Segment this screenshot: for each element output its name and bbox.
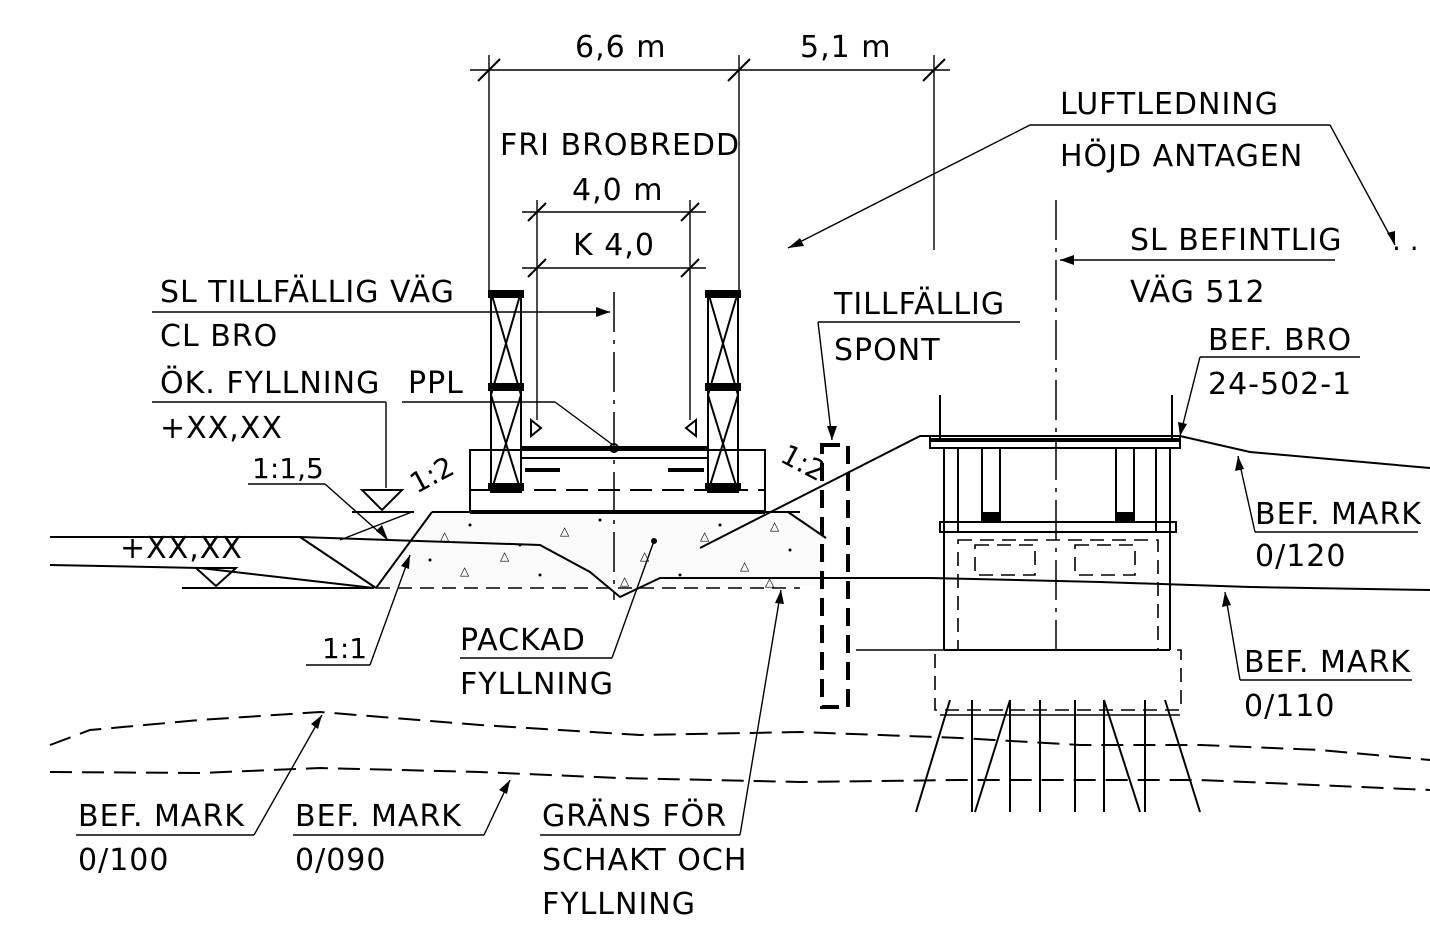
ok-fyllning-label: ÖK. FYLLNING (160, 365, 380, 401)
schakt-och-label: SCHAKT OCH (542, 843, 747, 878)
svg-text:△: △ (700, 529, 710, 543)
packad-label: PACKAD (460, 623, 586, 658)
k-4-0-label: K 4,0 (573, 228, 655, 263)
right-leader-lines (787, 124, 1418, 681)
existing-bridge (929, 395, 1182, 711)
bef-mark-120-label: BEF. MARK (1255, 497, 1422, 532)
mark-120-label: 0/120 (1255, 539, 1346, 574)
level-markers (182, 489, 414, 589)
bottom-leader-lines (76, 538, 784, 836)
dim-6-6-label: 6,6 m (575, 30, 666, 65)
mark-100-label: 0/100 (78, 843, 169, 878)
vag-512-label: VÄG 512 (1130, 274, 1266, 310)
temporary-bridge (469, 290, 766, 514)
dimension-chain-top (470, 55, 950, 290)
svg-text:△: △ (620, 574, 630, 588)
svg-text:△: △ (740, 559, 750, 573)
slope-1-1-label: 1:1 (322, 632, 367, 665)
tillfallig-label: TILLFÄLLIG (833, 286, 1005, 322)
sl-tillfallig-vag-label: SL TILLFÄLLIG VÄG (160, 274, 455, 310)
svg-text:△: △ (640, 549, 650, 563)
ok-level-label: +XX,XX (160, 411, 283, 446)
packad-fyllning-label: FYLLNING (460, 667, 614, 702)
bef-mark-110-label: BEF. MARK (1244, 645, 1411, 680)
bef-bro-label: BEF. BRO (1208, 323, 1352, 358)
cl-bro-label: CL BRO (160, 319, 278, 354)
dim-5-1-label: 5,1 m (800, 30, 891, 65)
spont-leader (817, 321, 1020, 441)
svg-text:△: △ (440, 529, 450, 543)
svg-text:△: △ (770, 519, 780, 533)
temporary-sheet-pile (820, 443, 850, 709)
left-leader-lines (152, 307, 614, 541)
svg-text:△: △ (460, 564, 470, 578)
bef-mark-090-label: BEF. MARK (295, 799, 462, 834)
mark-110-label: 0/110 (1244, 689, 1335, 724)
luftledning-label: LUFTLEDNING (1060, 87, 1279, 122)
dim-4-0-label: 4,0 m (572, 173, 663, 208)
slope-1-2-left-label: 1:2 (404, 450, 459, 500)
hojd-antagen-label: HÖJD ANTAGEN (1060, 138, 1303, 174)
dimension-chain-inner (522, 200, 706, 420)
continuation-dots: . . . (1392, 224, 1430, 257)
grans-for-label: GRÄNS FÖR (542, 798, 727, 834)
existing-piles (915, 699, 1201, 813)
sl-befintlig-label: SL BEFINTLIG (1130, 223, 1343, 258)
spont-label: SPONT (834, 333, 941, 368)
bef-mark-100-label: BEF. MARK (78, 799, 245, 834)
grans-fyllning-label: FYLLNING (542, 887, 696, 922)
svg-text:△: △ (500, 549, 510, 563)
svg-text:△: △ (765, 575, 775, 589)
fri-brobredd-label: FRI BROBREDD (500, 128, 740, 163)
ppl-label: PPL (408, 366, 464, 401)
bro-id-label: 24-502-1 (1208, 367, 1352, 402)
mark-090-label: 0/090 (295, 843, 386, 878)
slope-1-1-5-label: 1:1,5 (252, 452, 324, 485)
svg-text:△: △ (560, 524, 570, 538)
